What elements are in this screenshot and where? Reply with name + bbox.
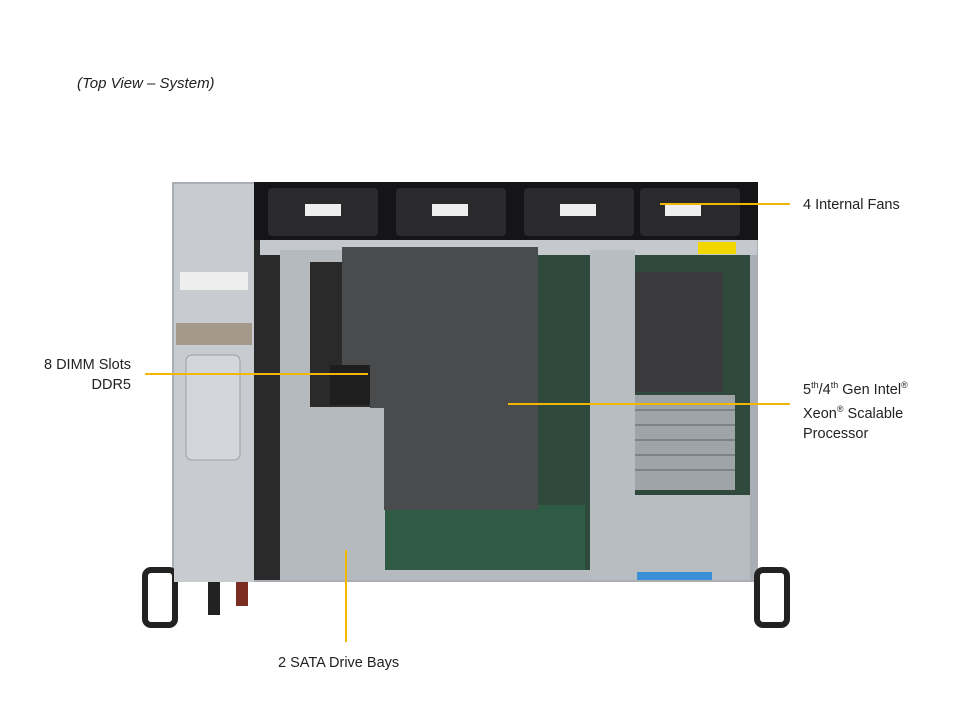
sup-th: th [811,380,819,390]
cpu-gen-4: /4 [818,381,831,398]
callout-fans: 4 Internal Fans [803,197,900,213]
view-title: (Top View – System) [77,75,215,92]
callout-dimm-line2: DDR5 [91,376,131,393]
cpu-processor: Processor [803,425,869,442]
callout-line-cpu [508,403,790,405]
riser-bracket [590,250,750,580]
cpu-scalable: Scalable [843,406,904,423]
callout-sata: 2 SATA Drive Bays [278,655,400,671]
callout-line-fans [660,203,790,205]
cpu-air-shroud [342,247,538,510]
callout-dimm-line1: 8 DIMM Slots [43,357,131,373]
sup-th: th [830,380,839,390]
cpu-gen-5: 5 [803,381,812,398]
cpu-gen-intel: Gen Intel [838,381,902,398]
registered-mark: ® [901,380,908,390]
callout-cpu: 5th/4th Gen Intel® Xeon® Scalable Proces… [803,376,908,444]
left-handle [142,567,178,628]
callout-line-dimm [145,373,368,375]
callout-dimm: 8 DIMM Slots DDR5 [20,356,131,395]
registered-mark: ® [836,404,844,415]
right-handle [754,567,790,628]
callout-line-sata [345,550,347,642]
cpu-xeon: Xeon [803,406,837,423]
